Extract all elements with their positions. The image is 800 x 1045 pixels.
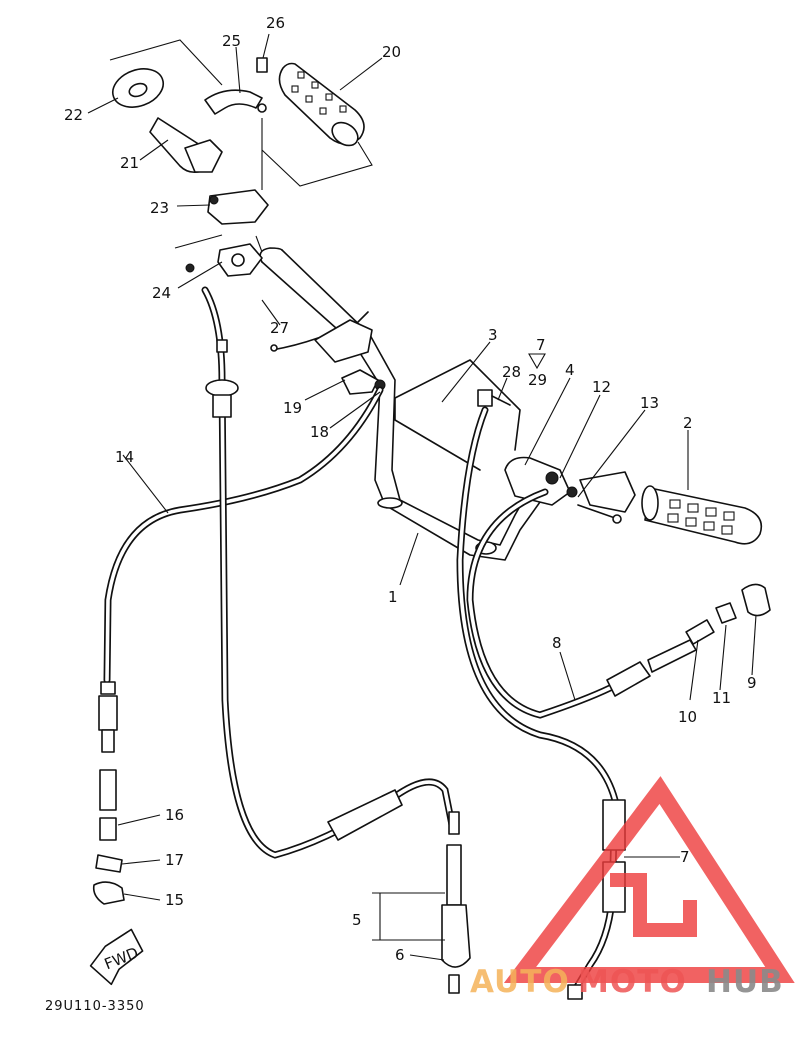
logo-triangle-icon bbox=[503, 776, 795, 983]
label-6: 6 bbox=[395, 946, 405, 964]
label-21: 21 bbox=[120, 154, 139, 172]
throttle-housing bbox=[504, 456, 636, 524]
label-18: 18 bbox=[310, 423, 329, 441]
handlebar bbox=[259, 247, 546, 561]
label-2: 2 bbox=[683, 414, 693, 432]
watermark-logo bbox=[503, 776, 795, 983]
right-grip bbox=[641, 485, 763, 545]
label-26: 26 bbox=[266, 14, 285, 32]
label-4: 4 bbox=[565, 361, 575, 379]
fwd-indicator: FWD bbox=[89, 928, 144, 986]
label-27: 27 bbox=[270, 319, 289, 337]
label-1: 1 bbox=[388, 588, 398, 606]
label-8: 8 bbox=[552, 634, 562, 652]
label-28: 28 bbox=[502, 363, 521, 381]
label-15: 15 bbox=[165, 891, 184, 909]
label-16: 16 bbox=[165, 806, 184, 824]
label-24: 24 bbox=[152, 284, 171, 302]
label-7-bottom: 7 bbox=[680, 848, 690, 866]
label-17: 17 bbox=[165, 851, 184, 869]
drawing-code: 29U110-3350 bbox=[45, 999, 145, 1014]
label-9: 9 bbox=[747, 674, 757, 692]
label-14: 14 bbox=[115, 448, 134, 466]
label-23: 23 bbox=[150, 199, 169, 217]
label-22: 22 bbox=[64, 106, 83, 124]
label-7-top: 7 bbox=[536, 336, 546, 354]
watermark-hub: HUB bbox=[706, 964, 784, 1000]
watermark-text: AUTO MOTO HUB bbox=[470, 964, 784, 1000]
label-11: 11 bbox=[712, 689, 731, 707]
label-25: 25 bbox=[222, 32, 241, 50]
logo-inner-icon bbox=[610, 873, 697, 937]
clutch-lever bbox=[270, 311, 386, 395]
part-labels: 1 2 3 4 5 6 7 7 8 9 10 11 12 13 14 15 16… bbox=[64, 14, 757, 964]
label-3: 3 bbox=[488, 326, 498, 344]
left-grip-group bbox=[109, 39, 373, 277]
label-29: 29 bbox=[528, 371, 547, 389]
label-10: 10 bbox=[678, 708, 697, 726]
watermark-auto: AUTO bbox=[470, 964, 570, 1000]
cable-fittings bbox=[92, 339, 771, 1000]
label-19: 19 bbox=[283, 399, 302, 417]
label-13: 13 bbox=[640, 394, 659, 412]
leader-lines bbox=[87, 33, 757, 961]
label-12: 12 bbox=[592, 378, 611, 396]
label-20: 20 bbox=[382, 43, 401, 61]
watermark-moto: MOTO bbox=[578, 964, 687, 1000]
label-5: 5 bbox=[352, 911, 362, 929]
cables bbox=[103, 286, 619, 994]
